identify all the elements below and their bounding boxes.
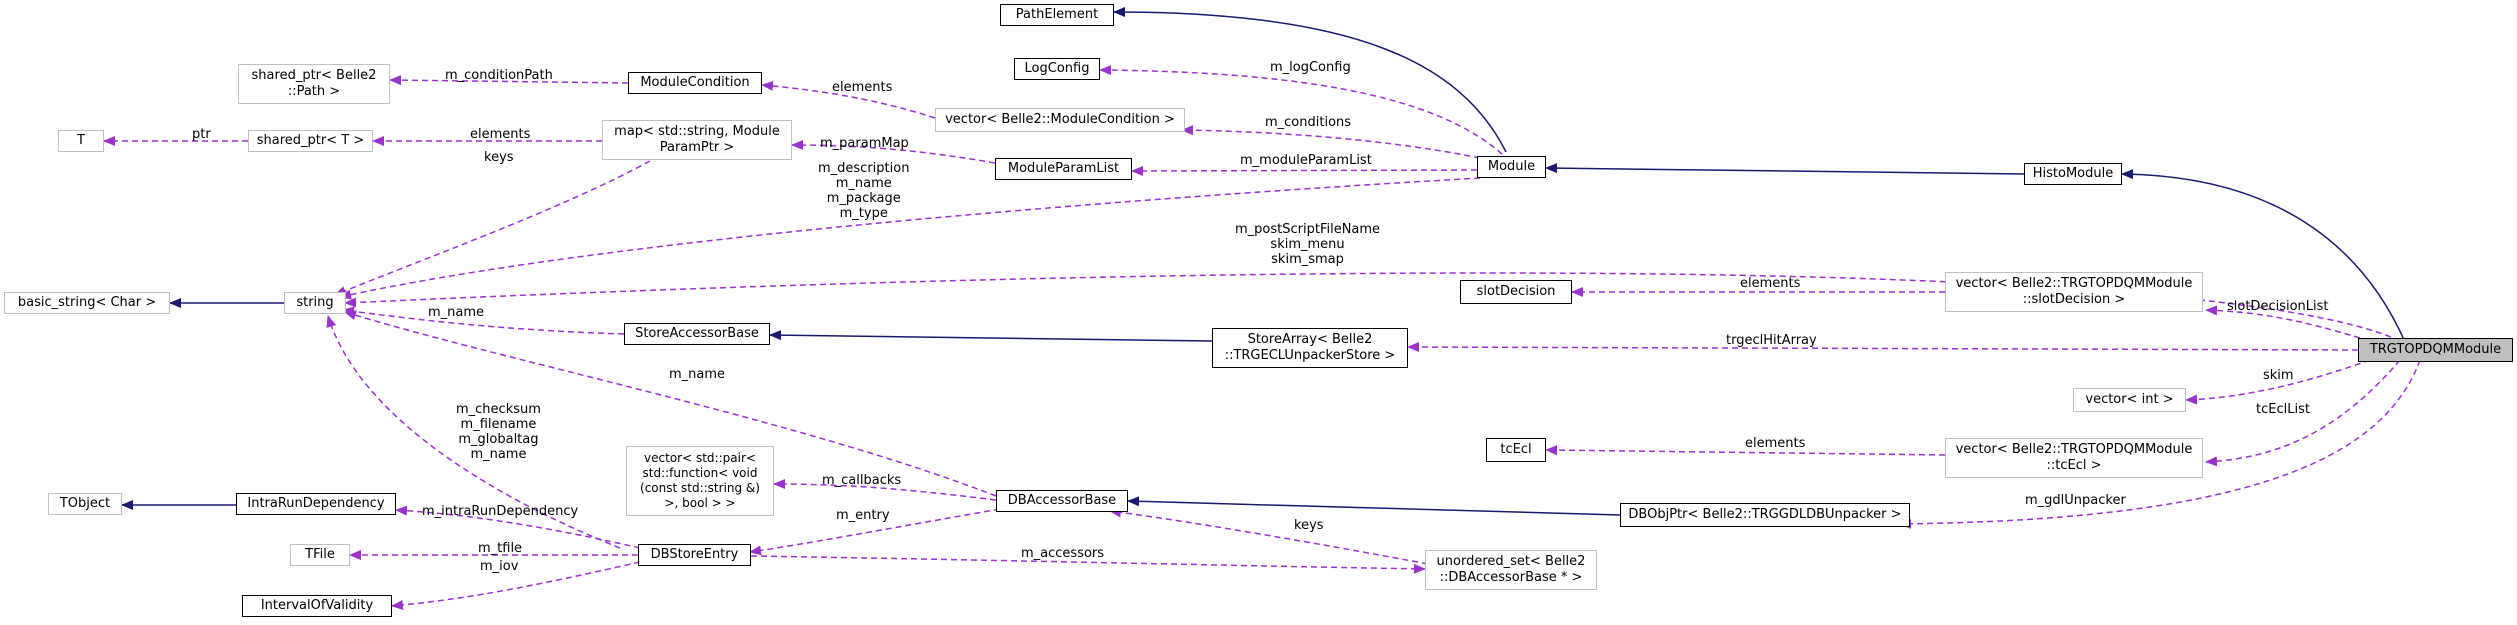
label-m-moduleparamlist: m_moduleParamList — [1240, 153, 1372, 168]
edge-trgtop-storearray — [1407, 342, 2359, 353]
edge-dbstoreentry-string — [326, 315, 621, 549]
node-store-accessor-base[interactable]: StoreAccessorBase — [624, 323, 770, 345]
node-shared-ptr-path[interactable]: shared_ptr< Belle2 ::Path > — [238, 64, 390, 104]
label-elements-slot-decision: elements — [1740, 276, 1801, 291]
node-module-condition[interactable]: ModuleCondition — [628, 72, 762, 94]
label-m-gdlunpacker: m_gdlUnpacker — [2025, 493, 2126, 508]
label-m-tfile: m_tfile — [478, 541, 523, 556]
node-tfile[interactable]: TFile — [290, 544, 350, 566]
node-tc-ecl[interactable]: tcEcl — [1486, 438, 1546, 462]
edge-storearray-to-storeaccessorbase — [769, 330, 1213, 342]
label-m-iov: m_iov — [480, 559, 519, 574]
edge-unorderedset-dbaccessorbase — [1109, 507, 1429, 565]
edge-dbstoreentry-intrarundependency — [395, 505, 641, 549]
label-m-name-store: m_name — [428, 305, 485, 320]
node-t[interactable]: T — [58, 130, 104, 152]
edge-vectormodcond-modulecondition — [761, 80, 936, 119]
label-module-string-members: m_description m_name m_package m_type — [818, 161, 910, 221]
node-dbobjptr[interactable]: DBObjPtr< Belle2::TRGGDLDBUnpacker > — [1620, 503, 1910, 527]
edge-module-to-pathelement — [1113, 7, 1507, 153]
edge-storeaccessorbase-string — [342, 306, 625, 335]
label-m-conditionpath: m_conditionPath — [445, 68, 553, 83]
edge-dbaccessorbase-vectorpair — [773, 479, 997, 501]
label-m-conditions: m_conditions — [1265, 115, 1352, 130]
label-elements-shared-ptr-t: elements — [470, 127, 531, 142]
node-module-param-list[interactable]: ModuleParamList — [995, 158, 1132, 180]
edge-trgtop-vectorslot — [2205, 305, 2361, 339]
node-histo-module[interactable]: HistoModule — [2024, 163, 2122, 185]
edge-trgtop-vectortcecl — [2205, 359, 2401, 467]
label-m-callbacks: m_callbacks — [822, 473, 902, 488]
label-m-accessors: m_accessors — [1021, 546, 1105, 561]
edge-trgtop-string — [344, 272, 2401, 342]
node-intra-run-dependency[interactable]: IntraRunDependency — [236, 493, 396, 515]
label-m-name-db: m_name — [669, 367, 726, 382]
edge-dbobjptr-to-dbaccessorbase — [1127, 496, 1621, 516]
edge-module-vectormodcond — [1181, 125, 1481, 159]
node-vector-slot-decision[interactable]: vector< Belle2::TRGTOPDQMModule ::slotDe… — [1945, 272, 2203, 312]
node-store-array[interactable]: StoreArray< Belle2 ::TRGECLUnpackerStore… — [1212, 328, 1408, 368]
node-unordered-set[interactable]: unordered_set< Belle2 ::DBAccessorBase *… — [1425, 550, 1597, 590]
edge-module-logconfig — [1099, 65, 1503, 155]
edge-trgtop-dbobjptr — [1899, 359, 2421, 529]
edge-trgtop-to-histomodule — [2121, 169, 2406, 343]
node-shared-ptr-t[interactable]: shared_ptr< T > — [248, 130, 373, 152]
label-elements-module-condition: elements — [832, 80, 893, 95]
edge-module-string — [339, 177, 1481, 300]
node-vector-int[interactable]: vector< int > — [2073, 388, 2186, 412]
edge-dbaccessorbase-string — [344, 310, 997, 497]
label-m-entry: m_entry — [836, 508, 890, 523]
edge-moduleparamlist-map — [791, 140, 996, 164]
edge-trgtop-vectorint — [2185, 359, 2371, 405]
node-vector-tc-ecl[interactable]: vector< Belle2::TRGTOPDQMModule ::tcEcl … — [1945, 438, 2203, 478]
node-tobject[interactable]: TObject — [48, 493, 122, 515]
node-slot-decision[interactable]: slotDecision — [1460, 280, 1572, 304]
node-string[interactable]: string — [284, 292, 346, 314]
label-m-parammap: m_paramMap — [820, 136, 909, 151]
node-db-store-entry[interactable]: DBStoreEntry — [638, 544, 751, 566]
node-vector-module-condition[interactable]: vector< Belle2::ModuleCondition > — [935, 108, 1185, 132]
label-slotdecisionlist: slotDecisionList — [2227, 299, 2329, 314]
label-dbstore-string-members: m_checksum m_filename m_globaltag m_name — [456, 402, 541, 462]
label-m-intrarundependency: m_intraRunDependency — [422, 504, 579, 519]
node-map-module-param[interactable]: map< std::string, Module ParamPtr > — [602, 120, 792, 160]
node-db-accessor-base[interactable]: DBAccessorBase — [996, 490, 1128, 512]
edge-dbstoreentry-intervalofvalidity — [391, 561, 641, 610]
edge-map-string — [334, 160, 651, 296]
label-skim: skim — [2263, 368, 2294, 383]
label-ptr: ptr — [192, 127, 211, 142]
node-path-element[interactable]: PathElement — [1000, 4, 1114, 26]
edge-vectortcecl-tcecl — [1545, 445, 1946, 456]
node-vector-pair-callbacks[interactable]: vector< std::pair< std::function< void (… — [626, 446, 774, 516]
edge-histomodule-to-module — [1545, 163, 2025, 175]
node-trgtop-dqm-module[interactable]: TRGTOPDQMModule — [2358, 338, 2513, 362]
label-tcecllist: tcEclList — [2256, 402, 2310, 417]
label-trgeclhitarray: trgeclHitArray — [1726, 333, 1817, 348]
edge-dbaccessorbase-dbstoreentry — [749, 508, 1001, 556]
node-log-config[interactable]: LogConfig — [1014, 58, 1100, 80]
label-m-logconfig: m_logConfig — [1270, 60, 1351, 75]
label-keys-map: keys — [484, 150, 514, 165]
node-basic-string[interactable]: basic_string< Char > — [4, 292, 170, 314]
label-keys-unordered: keys — [1294, 518, 1324, 533]
edge-module-moduleparamlist — [1131, 165, 1478, 176]
edge-dbstoreentry-unorderedset — [750, 555, 1426, 574]
node-module[interactable]: Module — [1477, 156, 1546, 178]
node-interval-of-validity[interactable]: IntervalOfValidity — [242, 595, 392, 617]
label-skim-string-members: m_postScriptFileName skim_menu skim_smap — [1235, 222, 1381, 267]
label-elements-tc-ecl: elements — [1745, 436, 1806, 451]
